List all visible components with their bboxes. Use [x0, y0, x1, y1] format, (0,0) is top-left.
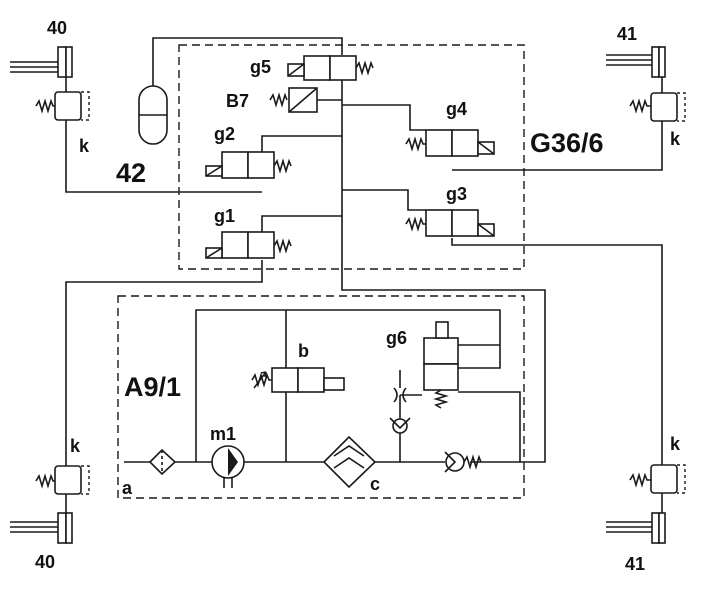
label-a: a	[122, 478, 133, 498]
label-41-top: 41	[617, 24, 637, 44]
pump-m1	[211, 445, 245, 488]
label-k-top-right: k	[670, 129, 681, 149]
filter-a	[148, 448, 177, 476]
branch-g3	[342, 189, 426, 211]
check-valve-small	[389, 417, 411, 434]
a91-pump-unit-outline	[117, 295, 525, 499]
branch-g1	[261, 215, 342, 232]
check-valve-k-bottom-left	[35, 260, 263, 513]
check-valve-main	[444, 451, 482, 473]
label-g6: g6	[386, 328, 407, 348]
check-valve-k-bottom-right	[451, 238, 686, 513]
supply-line	[341, 78, 546, 463]
label-m1: m1	[210, 424, 236, 444]
label-g36-6: G36/6	[530, 128, 604, 158]
cooler-c	[322, 435, 377, 489]
valve-g5	[287, 55, 374, 81]
label-c: c	[370, 474, 380, 494]
valve-g1	[205, 231, 292, 259]
branch-g2	[261, 135, 342, 152]
valve-g6	[423, 321, 459, 409]
orifice-throttle	[393, 370, 407, 403]
label-b7: B7	[226, 91, 249, 111]
label-g5: g5	[250, 57, 271, 77]
cylinder-40-top	[10, 46, 73, 78]
label-g2: g2	[214, 124, 235, 144]
cylinder-40-bottom	[10, 512, 73, 544]
g36-valve-block-outline	[178, 44, 525, 270]
check-valve-k-top-left	[35, 77, 262, 193]
label-g1: g1	[214, 206, 235, 226]
label-40-bottom: 40	[35, 552, 55, 572]
label-g3: g3	[446, 184, 467, 204]
label-k-bottom-left: k	[70, 436, 81, 456]
label-b: b	[298, 341, 309, 361]
label-41-bottom: 41	[625, 554, 645, 574]
label-k-bottom-right: k	[670, 434, 681, 454]
check-valve-k-top-right	[452, 77, 686, 171]
valve-g3	[405, 209, 495, 237]
branch-g4	[342, 104, 426, 131]
accumulator-42	[138, 37, 343, 145]
a91-internal-lines	[195, 309, 521, 462]
label-k-top-left: k	[79, 136, 90, 156]
label-42: 42	[116, 158, 146, 188]
valve-g2	[205, 151, 292, 179]
valve-g4	[405, 129, 495, 157]
pressure-switch-b7	[269, 87, 342, 113]
label-g4: g4	[446, 99, 467, 119]
label-a9-1: A9/1	[124, 372, 181, 402]
cylinder-41-bottom	[606, 512, 666, 544]
cylinder-41-top	[606, 46, 666, 78]
label-40-top: 40	[47, 18, 67, 38]
valve-b	[251, 367, 345, 393]
